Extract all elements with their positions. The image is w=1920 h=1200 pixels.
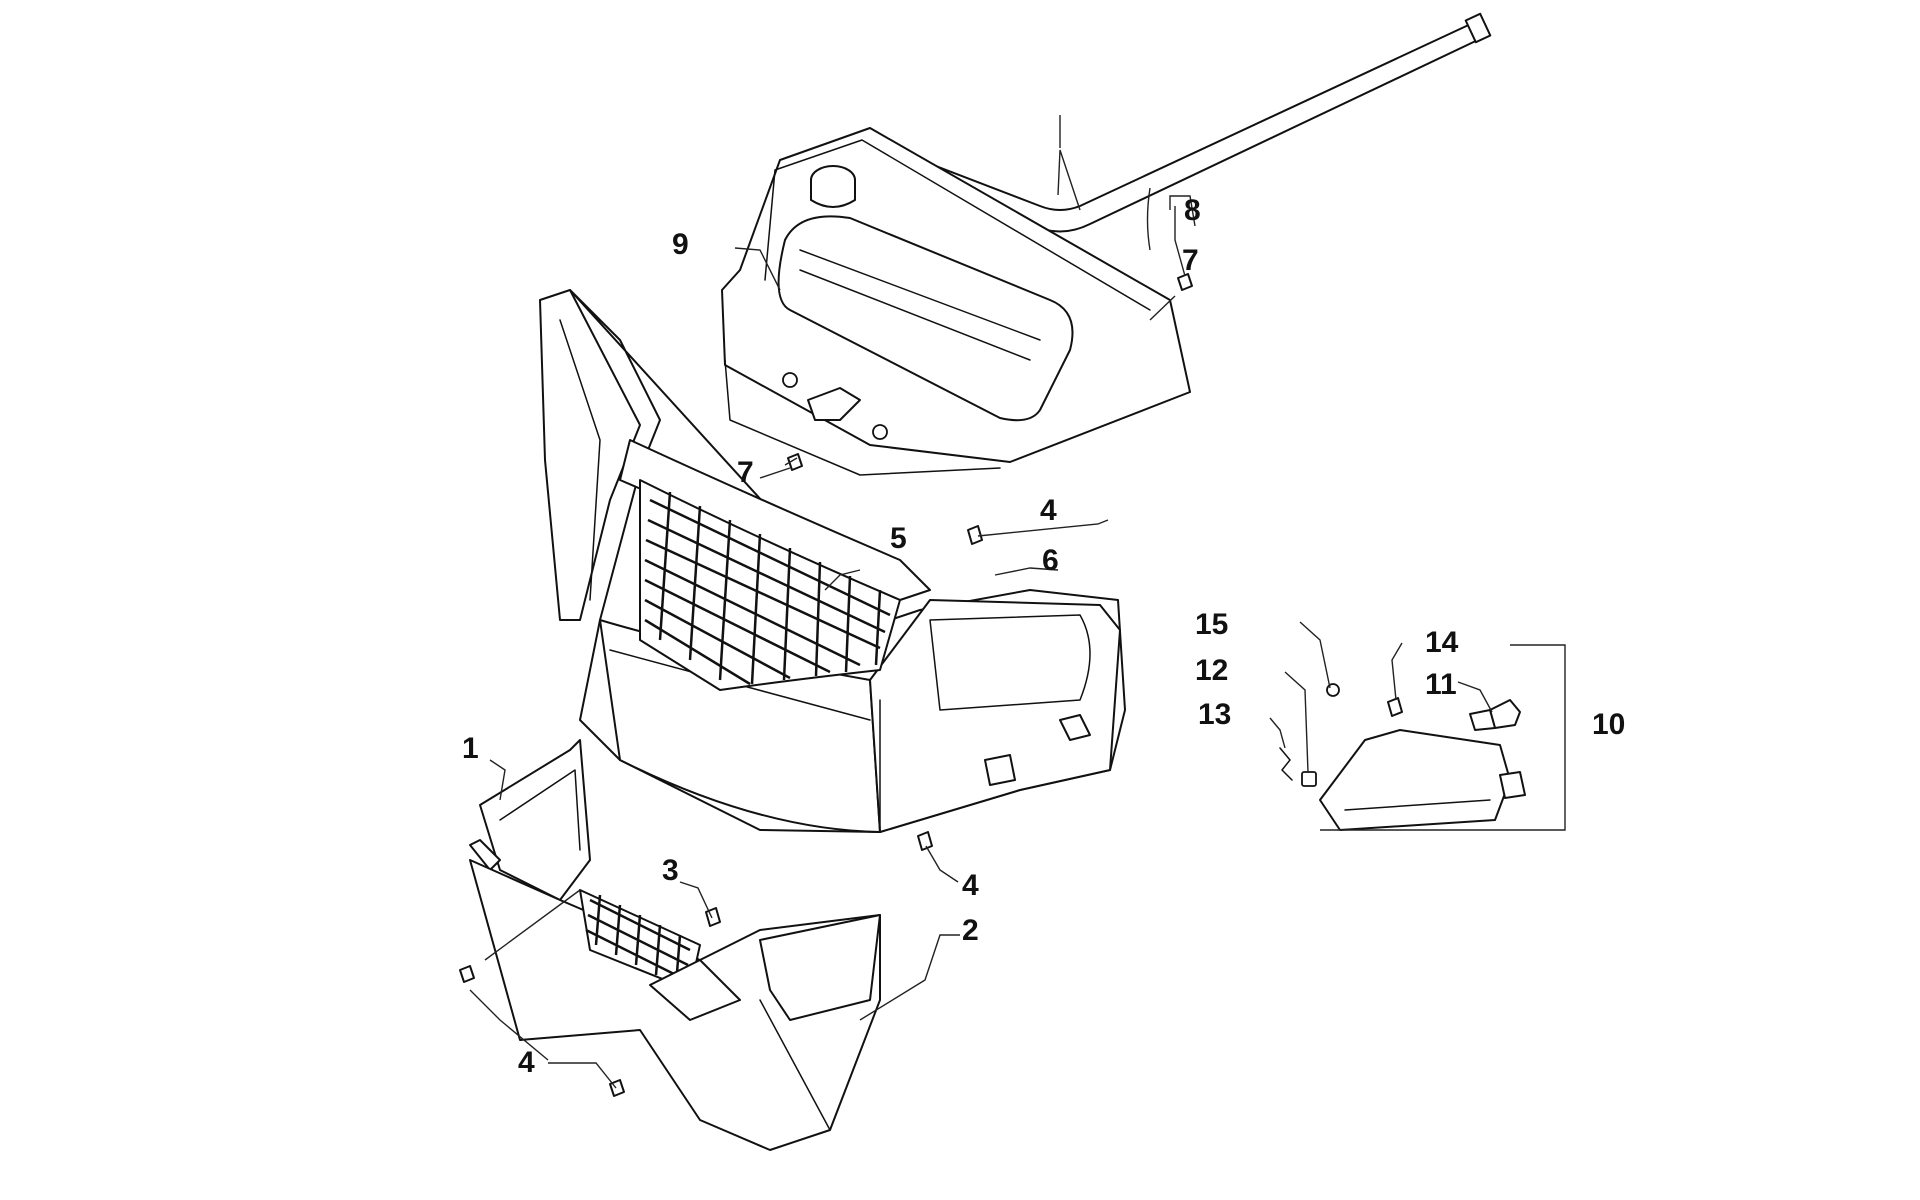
leader-lines — [469, 115, 1493, 1089]
callout-6: 6 — [1042, 544, 1059, 577]
callout-8: 8 — [1184, 194, 1201, 227]
grommet-part-15 — [1326, 683, 1340, 697]
callout-14: 14 — [1425, 626, 1459, 659]
callout-13: 13 — [1198, 698, 1231, 731]
callout-3: 3 — [662, 854, 679, 887]
screw-part-4-top — [967, 525, 983, 545]
spring-part-13 — [1279, 747, 1293, 781]
screw-part-14 — [1387, 697, 1403, 717]
screw-part-4-right — [917, 831, 933, 851]
callout-12: 12 — [1195, 654, 1228, 687]
callout-7-upper: 7 — [1182, 244, 1199, 277]
clip-part-12 — [1301, 771, 1317, 787]
callout-15: 15 — [1195, 608, 1228, 641]
callout-1: 1 — [462, 732, 479, 765]
bulb-part-11 — [1469, 699, 1521, 731]
callout-9: 9 — [672, 228, 689, 261]
callout-10: 10 — [1592, 708, 1625, 741]
lower-grille-mesh — [585, 894, 691, 986]
screw-part-4-left — [459, 965, 475, 983]
lower-bumper-part-2 — [469, 859, 881, 1151]
callout-4-top: 4 — [1040, 494, 1057, 527]
callout-5: 5 — [890, 522, 907, 555]
callout-4-right: 4 — [962, 869, 979, 902]
headlight-assembly-part-10 — [1279, 644, 1566, 831]
callout-2: 2 — [962, 914, 979, 947]
callout-4-bottom: 4 — [518, 1046, 535, 1079]
callout-labels: 1 2 3 4 4 4 5 6 7 7 8 9 10 11 12 13 14 1… — [462, 194, 1625, 1079]
assembly-bracket — [1320, 644, 1566, 831]
screw-part-7-lower — [787, 453, 803, 471]
cowl-panel-part-9 — [721, 127, 1191, 476]
grille-mesh-part-5 — [639, 479, 901, 691]
callout-11: 11 — [1425, 668, 1457, 701]
lower-deflector-part-1 — [469, 739, 591, 901]
callout-7-lower: 7 — [737, 456, 754, 489]
